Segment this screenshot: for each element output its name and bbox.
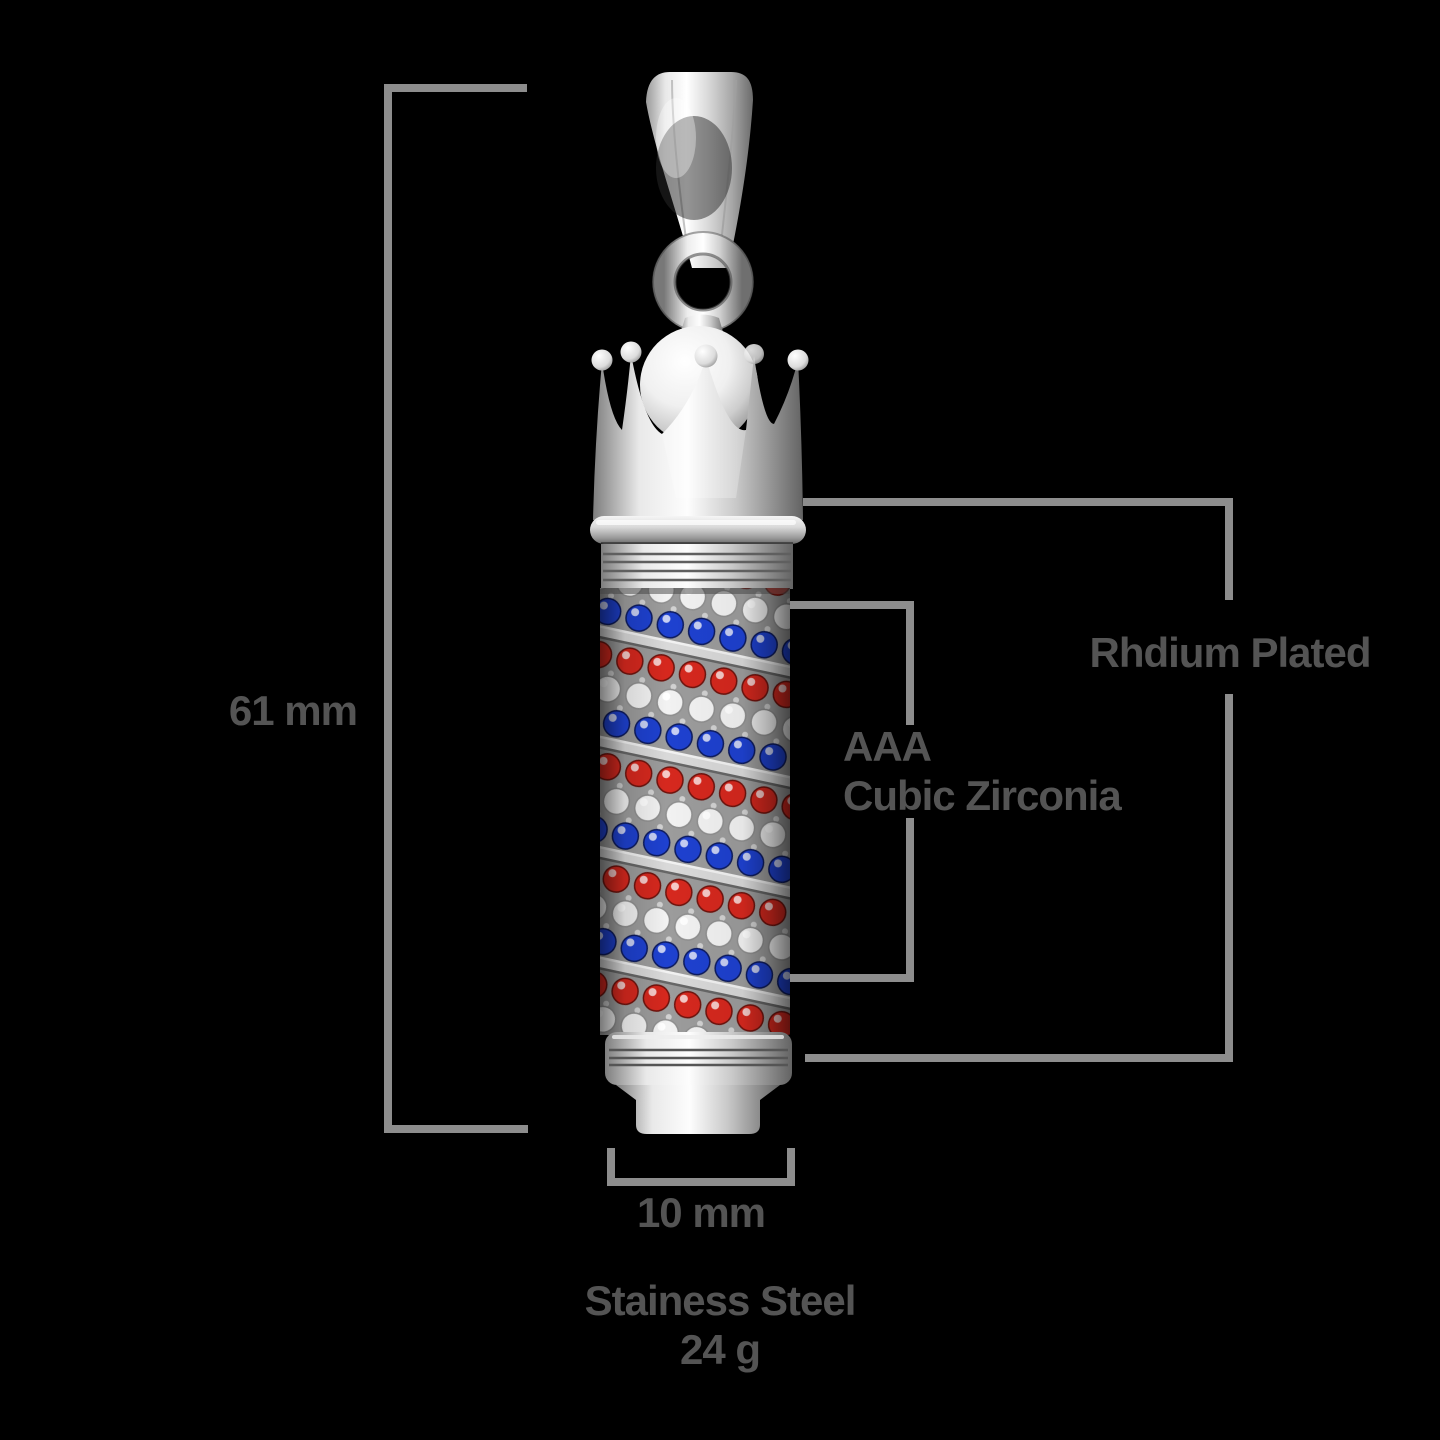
pendant-bail [646, 72, 753, 268]
height-bracket-top-tick [384, 84, 527, 92]
width-label: 10 mm [636, 1189, 766, 1236]
plating-bracket-bottom-line [805, 1054, 1233, 1062]
stones-bracket-upper-vertical [906, 601, 914, 725]
pendant-bottom-plug [616, 1085, 780, 1134]
pendant-top-cap [601, 544, 793, 589]
stones-label: AAA Cubic Zirconia [843, 722, 1122, 820]
pendant-image [590, 72, 809, 1134]
weight-label: 24 g [679, 1326, 761, 1373]
pendant-crown [591, 341, 809, 520]
crown-prong-ball [787, 349, 809, 371]
crown-prong-ball [744, 344, 764, 364]
material-weight-label: Stainess Steel 24 g [470, 1276, 970, 1374]
height-label: 61 mm [228, 687, 358, 734]
stones-bracket-bottom-line [788, 974, 914, 982]
height-bracket-bottom-tick [384, 1125, 528, 1133]
pendant-jeweled-body [600, 588, 790, 1035]
plating-label: Rhdium Plated [1089, 629, 1371, 676]
pendant-bottom-cap [605, 1032, 792, 1085]
crown-prong-ball [620, 341, 642, 363]
stone-type-label: Cubic Zirconia [843, 772, 1122, 819]
material-label: Stainess Steel [584, 1277, 857, 1324]
stone-grade-label: AAA [843, 723, 932, 770]
plating-bracket-upper-vertical [1225, 498, 1233, 600]
crown-prong-ball [591, 349, 613, 371]
height-bracket-vertical-line [384, 84, 392, 1133]
stones-bracket-top-line [783, 601, 914, 609]
pendant-crown-band [590, 516, 806, 545]
width-bracket [607, 1148, 795, 1186]
plating-bracket-lower-vertical [1225, 694, 1233, 1062]
plating-bracket-top-line [803, 498, 1233, 506]
stones-bracket-lower-vertical [906, 818, 914, 982]
crown-prong-ball [694, 344, 718, 368]
